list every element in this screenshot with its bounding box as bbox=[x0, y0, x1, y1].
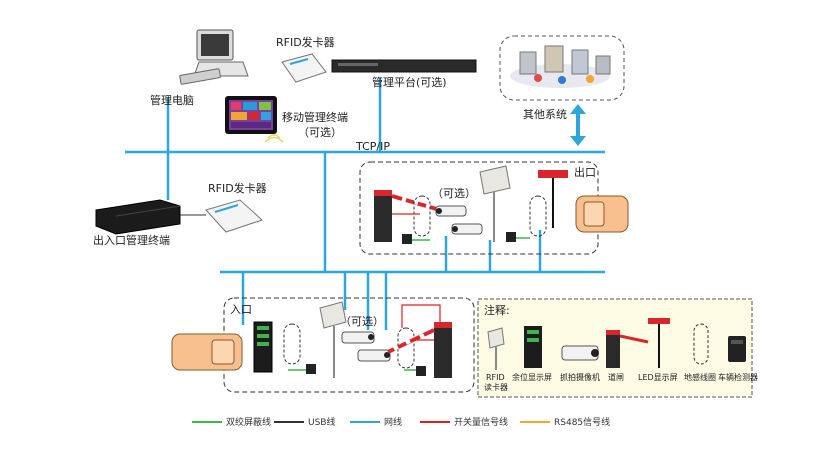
other-systems-label: 其他系统 bbox=[523, 108, 567, 121]
svg-text:USB线: USB线 bbox=[308, 416, 335, 428]
network-lines bbox=[125, 78, 605, 330]
note-label-barrier: 道闸 bbox=[608, 372, 624, 382]
admin-pc[interactable] bbox=[179, 29, 249, 85]
exit-rfid-reader[interactable] bbox=[479, 165, 511, 242]
note-label-rfid-2: 读卡器 bbox=[484, 382, 508, 392]
note-label-ground-loop: 地感线圈 bbox=[684, 372, 716, 382]
terminal-box-icon bbox=[95, 199, 181, 235]
mobile-terminal-label-2: （可选） bbox=[298, 126, 342, 139]
mgmt-platform[interactable] bbox=[331, 59, 477, 73]
note-label-camera: 抓拍摄像机 bbox=[560, 372, 600, 382]
rfid-issuer-mid[interactable] bbox=[180, 199, 263, 233]
rfid-issuer-top-label: RFID发卡器 bbox=[276, 35, 335, 49]
note-ground-loop-icon bbox=[693, 323, 709, 365]
admin-pc-label: 管理电脑 bbox=[150, 93, 194, 107]
note-camera-icon bbox=[561, 345, 599, 361]
tcpip-label: TCP/IP bbox=[355, 140, 390, 153]
rfid-issuer-top[interactable] bbox=[281, 53, 327, 83]
wireless-icon bbox=[264, 134, 284, 143]
entrance-camera-1[interactable] bbox=[341, 331, 375, 344]
gate-terminal-label: 出入口管理终端 bbox=[93, 233, 170, 247]
note-vehicle-detector-icon bbox=[728, 336, 746, 362]
note-rfid-reader-icon bbox=[487, 327, 505, 370]
entrance-label: 入口 bbox=[230, 303, 252, 316]
entrance-ground-loop-2 bbox=[397, 327, 415, 369]
entrance-rfid-reader[interactable] bbox=[319, 301, 347, 378]
exit-camera-1[interactable] bbox=[435, 205, 467, 217]
svg-text:RS485信号线: RS485信号线 bbox=[554, 416, 610, 428]
exit-optional-label: （可选） bbox=[432, 187, 476, 200]
exit-label: 出口 bbox=[574, 165, 596, 179]
card-issuer-icon bbox=[205, 199, 263, 233]
entrance-ground-loop-1 bbox=[283, 323, 301, 365]
entrance-vehicle-detector-2[interactable] bbox=[416, 366, 426, 376]
exit-vehicle-detector-2[interactable] bbox=[506, 232, 516, 242]
exit-vehicle-detector[interactable] bbox=[402, 234, 412, 244]
mobile-terminal[interactable] bbox=[225, 96, 284, 143]
entrance-barrier-gate[interactable] bbox=[387, 322, 452, 378]
other-systems[interactable] bbox=[499, 35, 625, 101]
mgmt-platform-label: 管理平台(可选) bbox=[372, 75, 447, 89]
exit-car bbox=[575, 195, 629, 233]
note-label-rfid-1: RFID bbox=[486, 373, 505, 382]
svg-text:网线: 网线 bbox=[384, 416, 402, 428]
bidirectional-arrow-icon bbox=[570, 104, 586, 146]
entrance-vehicle-detector-1[interactable] bbox=[306, 364, 316, 374]
mobile-terminal-label-1: 移动管理终端 bbox=[282, 110, 348, 124]
note-barrier-icon bbox=[606, 330, 649, 368]
svg-text:双绞屏蔽线: 双绞屏蔽线 bbox=[226, 416, 271, 428]
note-label-led-display: LED显示屏 bbox=[638, 373, 678, 382]
note-led-display-icon bbox=[648, 318, 670, 368]
notes-panel: 注释: RFID 读卡器 bbox=[477, 298, 758, 398]
legend-item-twisted-pair: 双绞屏蔽线 bbox=[192, 416, 271, 428]
exit-barrier-gate[interactable] bbox=[374, 190, 441, 242]
keyboard-icon bbox=[179, 68, 221, 85]
legend-item-rs485: RS485信号线 bbox=[520, 416, 610, 428]
exit-ground-loop-2 bbox=[529, 195, 547, 237]
svg-text:开关量信号线: 开关量信号线 bbox=[454, 416, 508, 428]
rfid-issuer-mid-label: RFID发卡器 bbox=[208, 181, 267, 195]
exit-led-display[interactable] bbox=[538, 170, 568, 228]
entrance-lane: 入口 （可选） bbox=[223, 297, 475, 393]
wire-legend: 双绞屏蔽线 USB线 网线 开关量信号线 RS485信号线 bbox=[192, 416, 610, 428]
exit-ground-loop-1 bbox=[413, 195, 431, 237]
exit-lane: 出口 （可选） bbox=[359, 161, 599, 255]
legend-item-usb: USB线 bbox=[274, 416, 335, 428]
exit-zone-box bbox=[359, 161, 599, 255]
legend-item-switch-signal: 开关量信号线 bbox=[420, 416, 508, 428]
entrance-camera-2[interactable] bbox=[357, 349, 391, 362]
entrance-optional-label: （可选） bbox=[340, 315, 384, 328]
note-label-vehicle-detector: 车辆检测器 bbox=[718, 372, 758, 382]
entrance-spot-display[interactable] bbox=[253, 321, 273, 373]
notes-title: 注释: bbox=[484, 303, 510, 317]
entrance-car bbox=[171, 333, 243, 371]
note-spot-display-icon bbox=[524, 326, 542, 368]
legend-item-network: 网线 bbox=[350, 416, 402, 428]
exit-camera-2[interactable] bbox=[451, 223, 483, 235]
gate-terminal[interactable] bbox=[95, 199, 181, 235]
note-label-spot-display: 余位显示屏 bbox=[512, 372, 552, 382]
card-issuer-icon bbox=[281, 53, 327, 83]
